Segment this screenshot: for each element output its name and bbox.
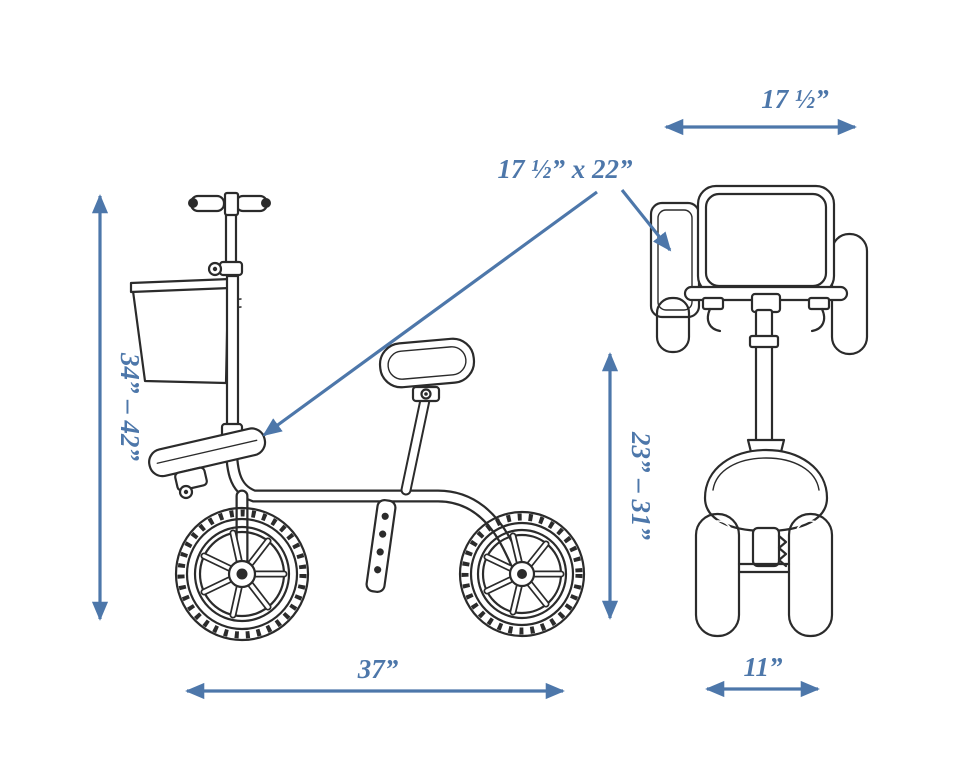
axle-assembly: [737, 526, 791, 574]
dim-pad-size: 17 ½” x 22”: [262, 154, 672, 437]
dim-track-width-label: 11”: [743, 652, 783, 682]
handlebar: [188, 191, 271, 217]
frame: [224, 394, 525, 575]
front-view-left-wheel: [694, 512, 741, 638]
dim-length: 37”: [185, 654, 565, 700]
knee-pad-side: [148, 427, 267, 500]
dim-length-label: 37”: [357, 654, 399, 684]
dim-handle-height: 34” – 42”: [91, 194, 145, 621]
dim-front-width: 17 ½”: [664, 84, 857, 136]
dim-handle-height-label: 34” – 42”: [115, 352, 145, 462]
basket: [129, 277, 242, 385]
front-left-caster: [655, 296, 691, 354]
rear-pad: [378, 337, 476, 403]
dim-pad-height: 23” – 31”: [601, 352, 656, 620]
handlebar-front: [683, 285, 849, 333]
dim-track-width: 11”: [705, 652, 820, 698]
knee-scooter-front-view: [649, 184, 869, 638]
column-front: [746, 308, 786, 470]
rear-wheel: [458, 510, 586, 638]
dim-pad-size-arrow-side: [262, 190, 598, 437]
dim-pad-size-arrow-front: [620, 189, 672, 252]
adjustment-strip: [365, 499, 397, 593]
steering-column: [207, 212, 244, 440]
dim-pad-size-label: 17 ½” x 22”: [498, 154, 634, 184]
knee-scooter-side-view: [129, 191, 586, 642]
knee-pad-front: [696, 184, 836, 296]
front-view-right-wheel: [787, 512, 834, 638]
front-wheel: [174, 506, 310, 642]
dim-front-width-label: 17 ½”: [761, 84, 829, 114]
dim-pad-height-label: 23” – 31”: [626, 431, 656, 541]
fender: [703, 448, 829, 533]
